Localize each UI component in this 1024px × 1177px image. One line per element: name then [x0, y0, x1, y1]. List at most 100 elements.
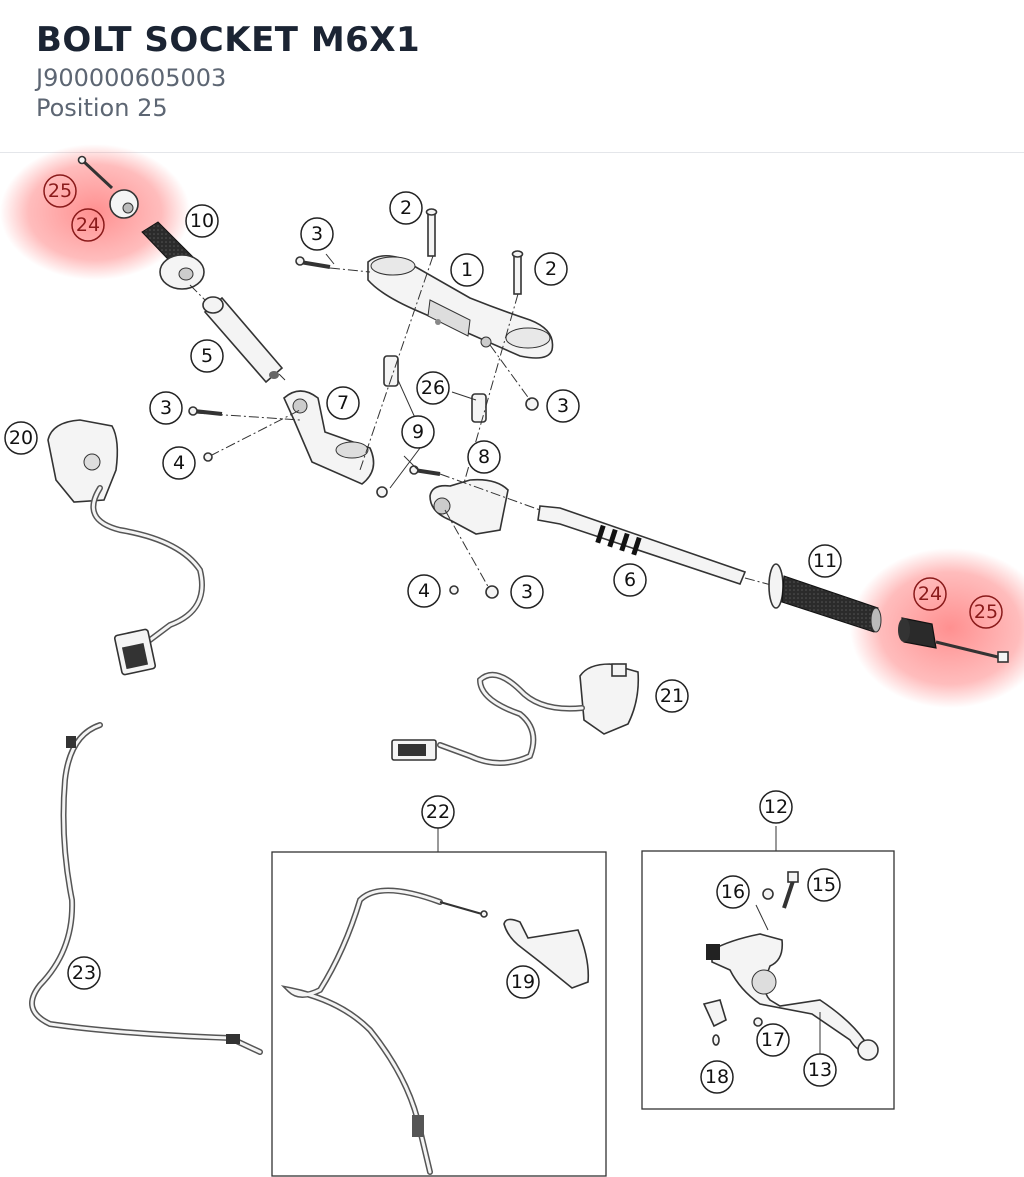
callout-24-left[interactable]: 24 [71, 208, 105, 242]
svg-text:3: 3 [160, 397, 172, 419]
svg-text:10: 10 [190, 210, 214, 232]
svg-text:4: 4 [173, 452, 185, 474]
svg-text:23: 23 [72, 962, 96, 984]
callout-2-upper[interactable]: 2 [389, 191, 423, 225]
bolt-top-2 [511, 250, 524, 295]
left-switch-connector [113, 628, 157, 676]
callout-10[interactable]: 10 [185, 204, 219, 238]
svg-text:6: 6 [624, 569, 636, 591]
left-bar-end-bolt [77, 155, 114, 190]
lever-screw-15 [782, 871, 799, 909]
lever-screw-16 [762, 888, 774, 900]
svg-text:12: 12 [764, 796, 788, 818]
svg-text:16: 16 [721, 881, 745, 903]
callout-25-right[interactable]: 25 [969, 595, 1003, 629]
hand-guard [503, 918, 590, 989]
svg-text:3: 3 [557, 395, 569, 417]
callout-4-lower[interactable]: 4 [407, 574, 441, 608]
callout-5[interactable]: 5 [190, 339, 224, 373]
spacer-2 [471, 393, 487, 423]
svg-text:15: 15 [812, 874, 836, 896]
callout-25-left[interactable]: 25 [43, 174, 77, 208]
right-bar-end-weight [898, 617, 937, 649]
callout-13[interactable]: 13 [803, 1053, 837, 1087]
position-label: Position 25 [36, 94, 168, 122]
svg-text:3: 3 [311, 223, 323, 245]
clutch-lever-assembly [706, 933, 879, 1061]
lower-clamp-bolt [485, 585, 499, 599]
axis-line [359, 255, 434, 471]
callout-24-right[interactable]: 24 [913, 577, 947, 611]
callout-3-lower[interactable]: 3 [510, 575, 544, 609]
left-clamp [283, 390, 375, 485]
header: BOLT SOCKET M6X1 J900000605003 Position … [0, 0, 1024, 152]
callout-3-right[interactable]: 3 [546, 389, 580, 423]
svg-text:25: 25 [48, 180, 72, 202]
clutch-cable-box [271, 851, 607, 1177]
handlebar-tube [537, 505, 747, 585]
svg-text:11: 11 [813, 550, 837, 572]
callout-2-right[interactable]: 2 [534, 252, 568, 286]
lower-small-screw [449, 585, 459, 595]
svg-text:2: 2 [545, 258, 557, 280]
callout-9[interactable]: 9 [401, 415, 435, 449]
axis-line [444, 509, 491, 591]
cable-end-fitting [66, 736, 76, 748]
callout-17[interactable]: 17 [756, 1023, 790, 1057]
bolt-top-1 [425, 208, 438, 257]
callout-8[interactable]: 8 [467, 440, 501, 474]
svg-text:4: 4 [418, 580, 430, 602]
svg-text:7: 7 [337, 392, 349, 414]
lever-clip-18 [702, 999, 727, 1046]
axis-line [209, 409, 301, 457]
callout-21[interactable]: 21 [655, 679, 689, 713]
axis-line [329, 267, 371, 273]
callout-3-left[interactable]: 3 [149, 391, 183, 425]
left-clamp-bolt [188, 406, 223, 416]
part-number: J900000605003 [36, 64, 227, 92]
header-divider [0, 152, 1024, 153]
callout-26[interactable]: 26 [416, 371, 450, 405]
highlight-glow-right [850, 548, 1024, 708]
callout-23[interactable]: 23 [67, 956, 101, 990]
throttle-tube [202, 296, 284, 384]
right-switch-connector [391, 739, 437, 761]
callout-11[interactable]: 11 [808, 544, 842, 578]
callout-22[interactable]: 22 [421, 795, 455, 829]
callout-7[interactable]: 7 [326, 386, 360, 420]
svg-text:2: 2 [400, 197, 412, 219]
clutch-lever-box [641, 850, 895, 1110]
svg-text:13: 13 [808, 1059, 832, 1081]
page-title: BOLT SOCKET M6X1 [36, 20, 421, 60]
lever-nut-17 [753, 1017, 763, 1027]
svg-text:22: 22 [426, 801, 450, 823]
callout-12[interactable]: 12 [759, 790, 793, 824]
callout-15[interactable]: 15 [807, 868, 841, 902]
svg-text:26: 26 [421, 377, 445, 399]
svg-text:9: 9 [412, 421, 424, 443]
cable-end-fitting [412, 1115, 424, 1137]
svg-text:8: 8 [478, 446, 490, 468]
clamp-bolt-upper [295, 256, 331, 269]
svg-text:5: 5 [201, 345, 213, 367]
svg-text:1: 1 [461, 259, 473, 281]
svg-text:21: 21 [660, 685, 684, 707]
right-grip [768, 563, 882, 633]
callout-16[interactable]: 16 [716, 875, 750, 909]
callout-19[interactable]: 19 [506, 965, 540, 999]
callout-18[interactable]: 18 [700, 1060, 734, 1094]
callout-4-left[interactable]: 4 [162, 446, 196, 480]
highlight-glow-left [0, 144, 190, 280]
right-clamp [429, 478, 509, 535]
svg-text:24: 24 [918, 583, 942, 605]
spacer-1 [383, 355, 399, 387]
callout-20[interactable]: 20 [4, 421, 38, 455]
callout-1[interactable]: 1 [450, 253, 484, 287]
callout-6[interactable]: 6 [613, 563, 647, 597]
right-switch-housing [579, 663, 640, 735]
cable-end-fitting [226, 1034, 240, 1044]
left-switch-housing [47, 419, 119, 503]
callout-3-upper[interactable]: 3 [300, 217, 334, 251]
svg-text:18: 18 [705, 1066, 729, 1088]
